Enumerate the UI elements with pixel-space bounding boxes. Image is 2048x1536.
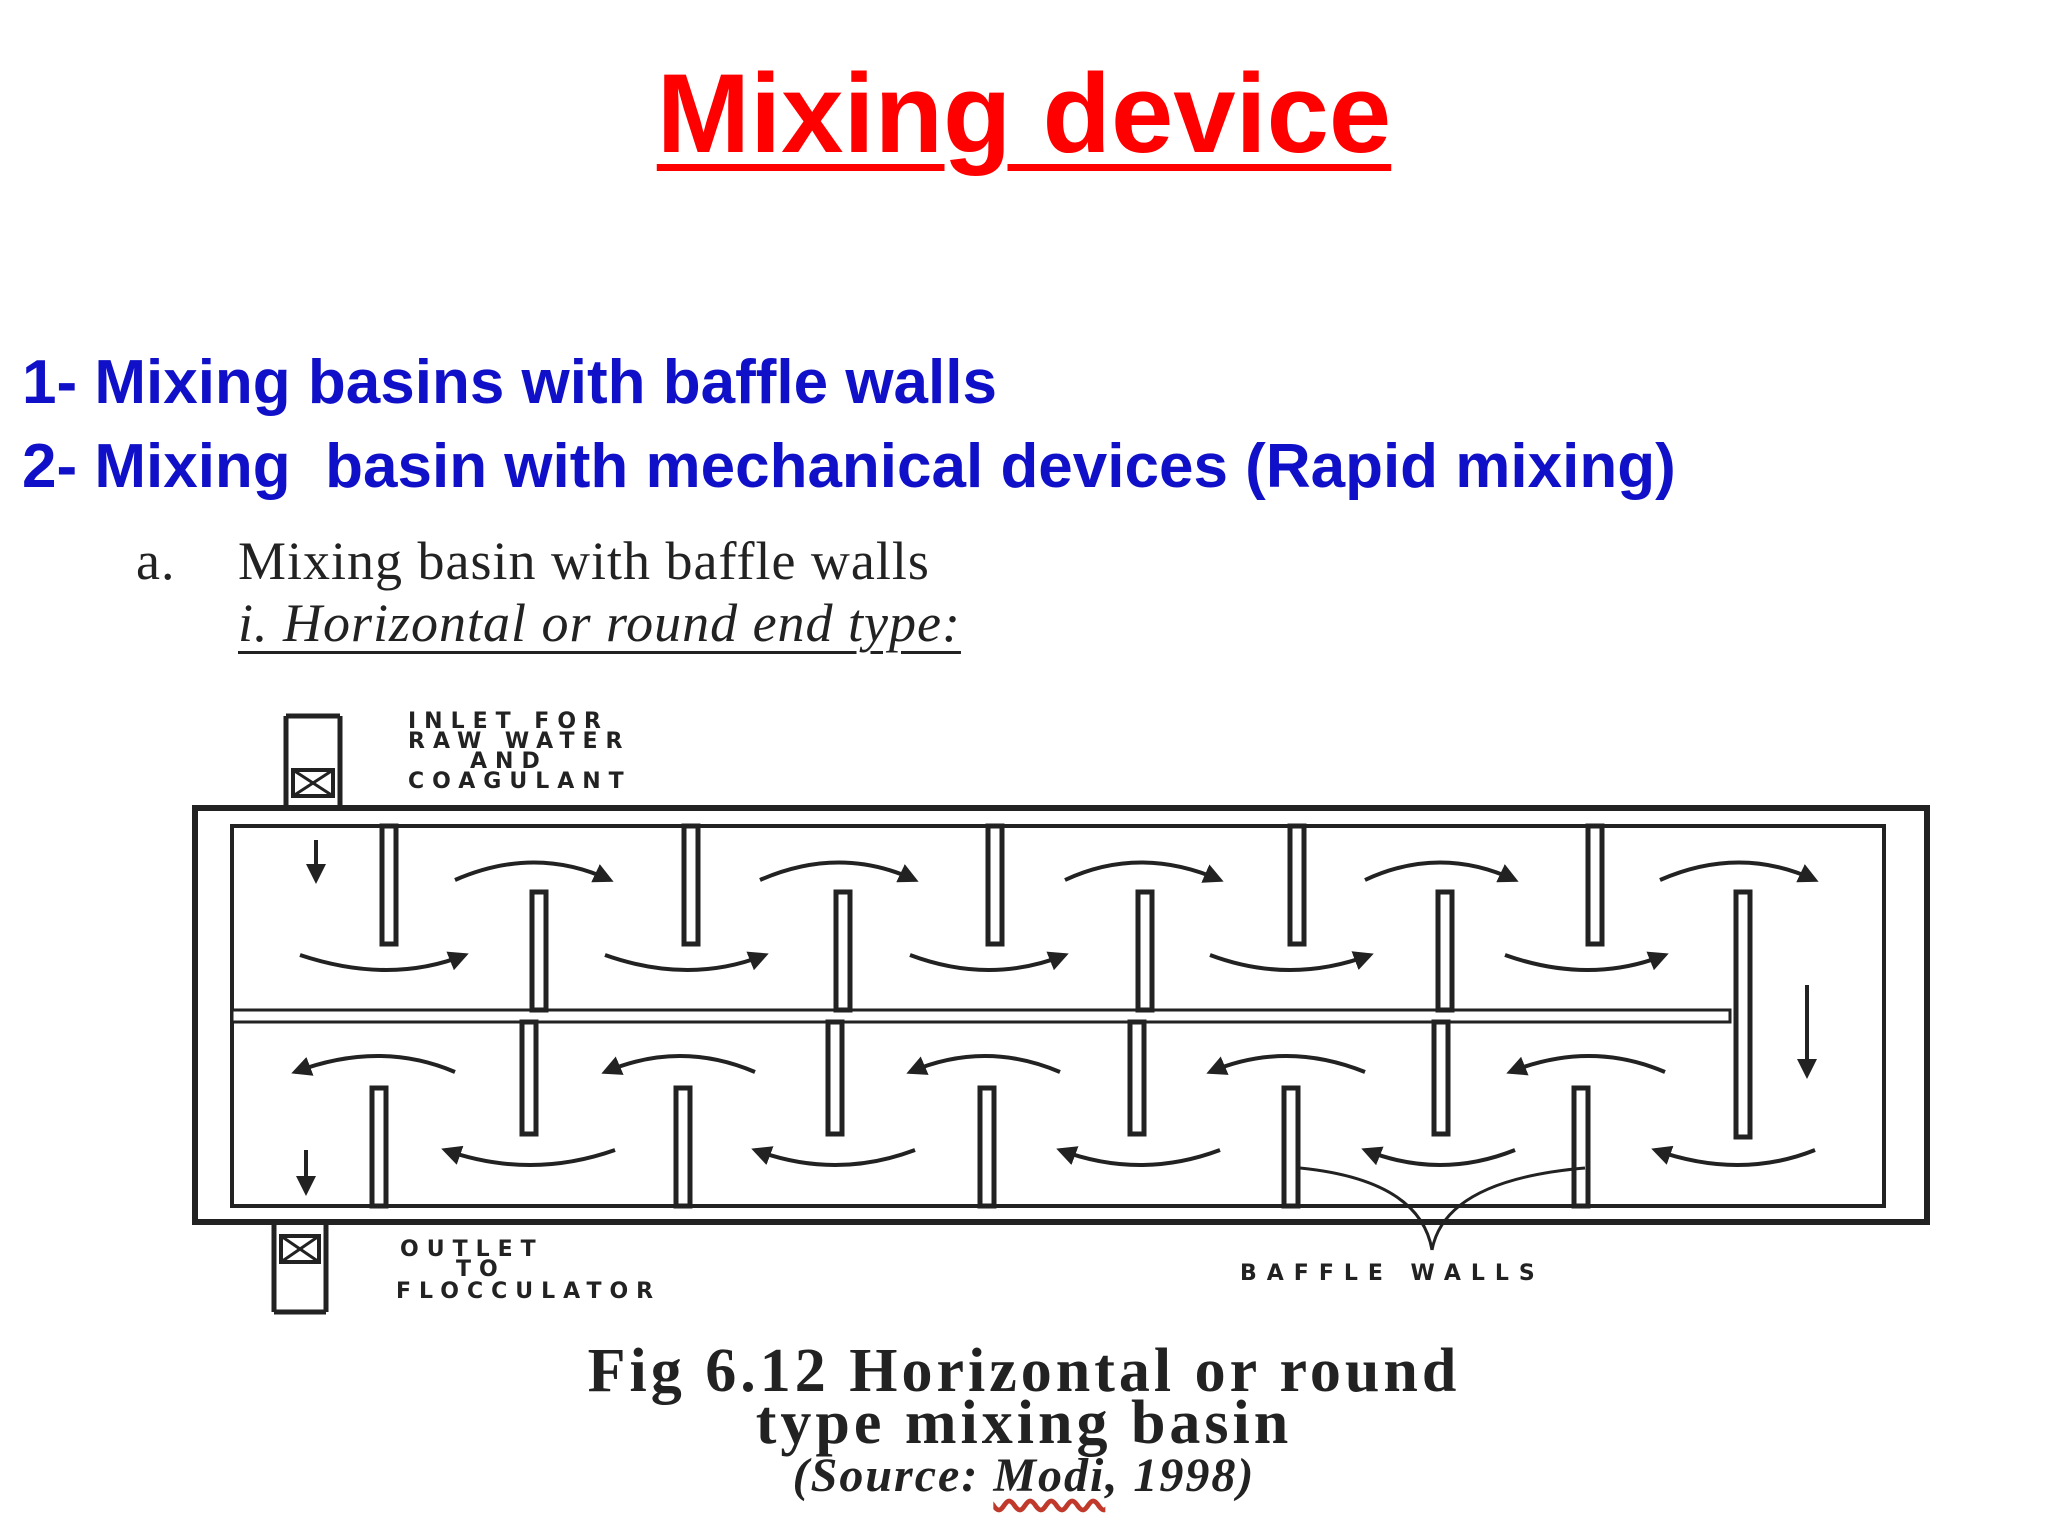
baffle-walls-upper [379,823,1753,1140]
outlet-label-line-2: TO [456,1257,506,1282]
inlet-pipe [283,713,343,808]
source-author: Modi [993,1449,1106,1502]
figure-source: (Source: Modi, 1998) [0,1452,2048,1500]
inlet-label-line-2: RAW WATER [408,729,630,754]
list-item-mechanical-devices: 2- Mixing basin with mechanical devices … [22,432,1676,501]
baffle-pointer-lines [1299,1166,1586,1251]
outlet-pipe [271,1222,329,1315]
list-item-baffle-walls: 1- Mixing basins with baffle walls [22,348,997,417]
inlet-label-line-3: AND [470,749,548,774]
figure-subsection-heading: i. Horizontal or round end type: [238,593,961,653]
source-suffix: , 1998) [1105,1449,1256,1502]
source-prefix: (Source: [792,1449,994,1502]
basin-outer-wall [192,805,1930,1225]
baffle-walls-lower [369,1019,1591,1209]
inlet-label-line-1: INLET FOR [408,709,609,734]
middle-divider-wall [230,1008,1732,1024]
slide-title: Mixing device [656,51,1392,176]
figure-section-heading: a. Mixing basin with baffle walls [136,530,930,592]
inlet-label-line-4: COAGULANT [408,769,632,794]
flow-arrows [291,840,1819,1196]
baffle-walls-label: BAFFLE WALLS [1240,1261,1545,1286]
figure-caption-line-1: Fig 6.12 Horizontal or round [587,1337,1461,1405]
outlet-label-line-1: OUTLET [400,1237,544,1262]
figure-caption-line-2: type mixing basin [755,1389,1293,1457]
section-letter: a. [136,531,176,591]
section-title: Mixing basin with baffle walls [238,531,930,591]
outlet-label-line-3: FLOCCULATOR [396,1279,661,1304]
